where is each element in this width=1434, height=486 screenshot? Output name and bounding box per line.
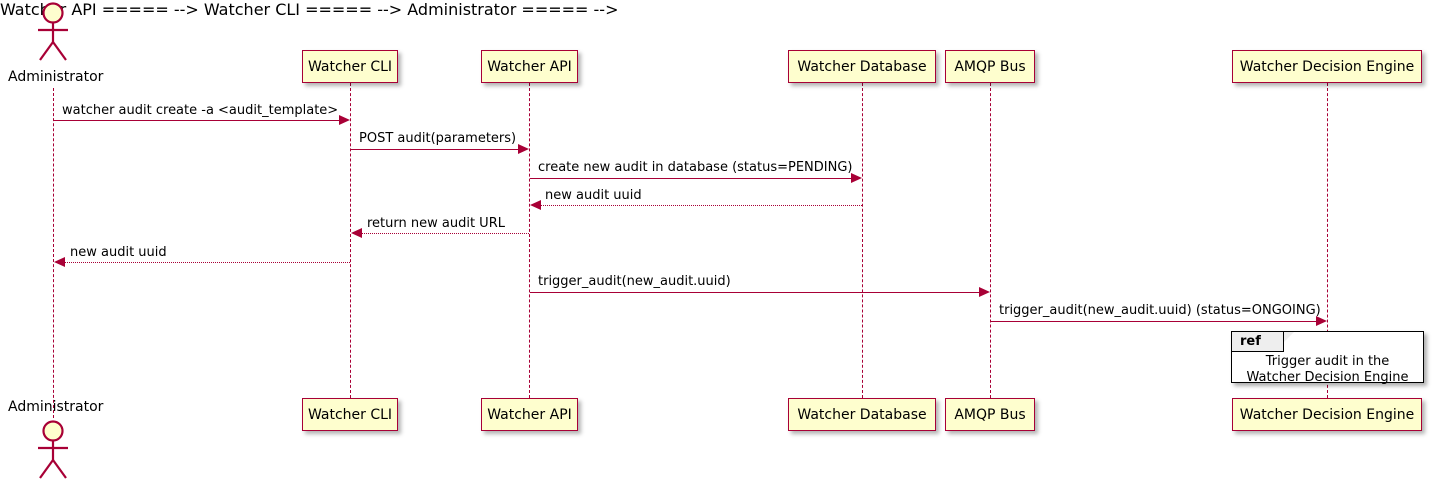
message-line-3 (530, 178, 851, 179)
participant-amqp-bus-bottom[interactable]: AMQP Bus (945, 398, 1035, 431)
ref-tab-corner-icon (1284, 332, 1294, 352)
message-line-8 (991, 321, 1316, 322)
message-arrowhead-1 (339, 115, 350, 125)
message-line-1 (54, 120, 339, 121)
participant-watcher-cli-top[interactable]: Watcher CLI (302, 50, 398, 83)
message-line-2 (351, 149, 518, 150)
participant-watcher-cli-bottom[interactable]: Watcher CLI (302, 398, 398, 431)
message-arrowhead-4 (530, 200, 541, 210)
lifeline-watcher-api (529, 83, 530, 398)
actor-administrator-bottom (29, 420, 77, 482)
actor-administrator-top (29, 2, 77, 64)
message-line-7 (530, 292, 979, 293)
ref-fragment-line-2: Watcher Decision Engine (1246, 370, 1409, 385)
actor-label-administrator-top: Administrator (8, 69, 104, 85)
actor-icon (38, 420, 68, 479)
participant-watcher-database-bottom[interactable]: Watcher Database (788, 398, 936, 431)
message-arrowhead-6 (54, 257, 65, 267)
message-label-4: new audit uuid (545, 188, 642, 203)
message-label-3: create new audit in database (status=PEN… (538, 160, 853, 175)
message-line-6 (65, 262, 350, 263)
message-line-5 (362, 233, 529, 234)
participant-watcher-decision-engine-bottom[interactable]: Watcher Decision Engine (1232, 398, 1422, 431)
message-label-1: watcher audit create -a <audit_template> (62, 103, 339, 118)
ref-fragment-line-1: Trigger audit in the (1265, 354, 1390, 369)
message-arrowhead-2 (518, 144, 529, 154)
lifeline-amqp-bus (990, 83, 991, 398)
message-label-8: trigger_audit(new_audit.uuid) (status=ON… (999, 303, 1321, 318)
message-arrowhead-5 (351, 228, 362, 238)
participant-watcher-api-bottom[interactable]: Watcher API (481, 398, 578, 431)
message-label-6: new audit uuid (70, 245, 167, 260)
message-line-4 (541, 205, 862, 206)
message-label-5: return new audit URL (367, 216, 505, 231)
actor-label-administrator-bottom: Administrator (8, 399, 104, 415)
lifeline-administrator (53, 88, 54, 418)
message-label-2: POST audit(parameters) (359, 131, 517, 146)
message-arrowhead-7 (979, 287, 990, 297)
message-label-7: trigger_audit(new_audit.uuid) (538, 274, 731, 289)
lifeline-watcher-decision-engine (1327, 83, 1328, 398)
ref-fragment: ref Trigger audit in the Watcher Decisio… (1231, 331, 1424, 386)
participant-watcher-database-top[interactable]: Watcher Database (788, 50, 936, 83)
ref-tab-label: ref (1232, 332, 1284, 352)
participant-amqp-bus-top[interactable]: AMQP Bus (945, 50, 1035, 83)
participant-watcher-decision-engine-top[interactable]: Watcher Decision Engine (1232, 50, 1422, 83)
actor-icon (38, 2, 68, 61)
lifeline-watcher-cli (350, 83, 351, 398)
participant-watcher-api-top[interactable]: Watcher API (481, 50, 578, 83)
ref-fragment-body: Trigger audit in the Watcher Decision En… (1232, 354, 1423, 386)
message-arrowhead-8 (1316, 316, 1327, 326)
message-arrowhead-3 (851, 173, 862, 183)
lifeline-watcher-database (862, 83, 863, 398)
